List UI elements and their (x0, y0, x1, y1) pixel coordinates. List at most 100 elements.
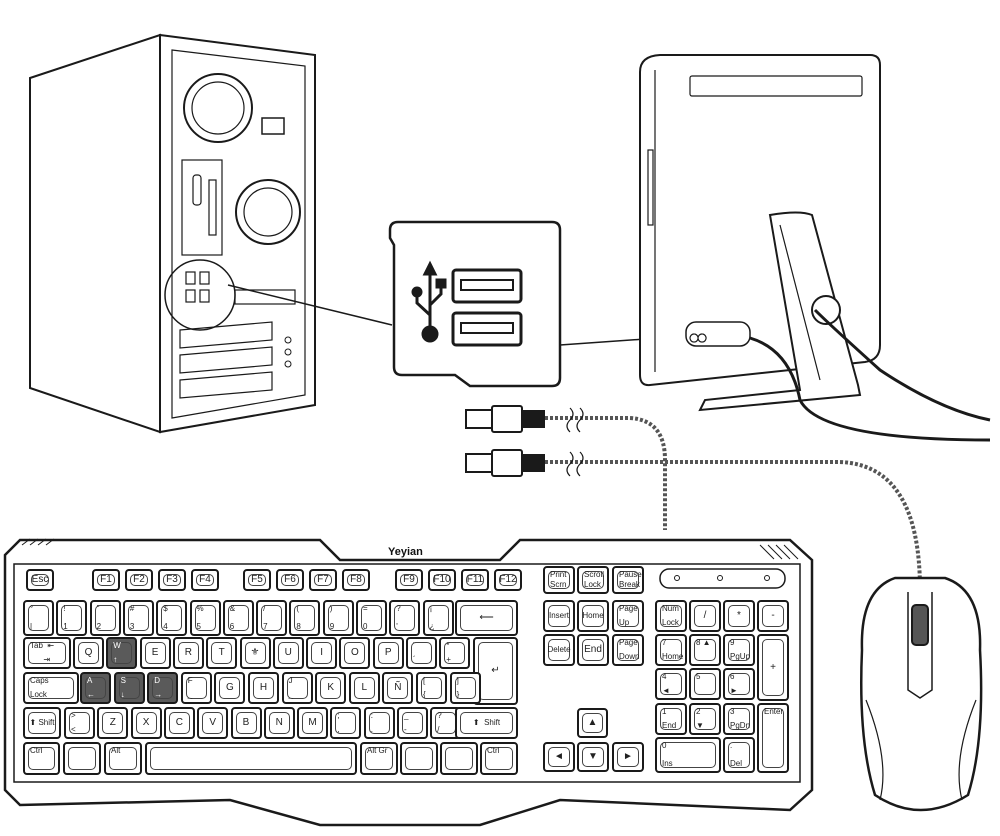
key-symbol[interactable]: ?' (389, 600, 421, 636)
key-f1[interactable]: F1 (92, 569, 120, 591)
key-symbol[interactable]: ;, (330, 707, 362, 739)
key-symbol[interactable]: .Del (723, 737, 755, 773)
key-symbol[interactable]: ]} (449, 672, 481, 704)
key-t[interactable]: T (206, 637, 238, 669)
key-symbol[interactable]: >< (64, 707, 95, 739)
key-d[interactable]: D→ (147, 672, 179, 704)
key-f11[interactable]: F11 (461, 569, 489, 591)
key-symbol[interactable]: $4 (156, 600, 188, 636)
key-alt[interactable]: Alt (104, 742, 142, 775)
key-ctrl[interactable]: Ctrl (480, 742, 518, 775)
key-alt-gr[interactable]: Alt Gr (360, 742, 398, 775)
key-f5[interactable]: F5 (243, 569, 271, 591)
key-2[interactable]: 2▼ (689, 703, 721, 735)
key-symbol[interactable]: ▲ (577, 708, 608, 738)
key-f2[interactable]: F2 (125, 569, 153, 591)
key-s[interactable]: S↓ (113, 672, 145, 704)
key-home[interactable]: Home (577, 600, 609, 632)
key-symbol[interactable]: ¨´ (406, 637, 437, 669)
key-symbol[interactable]: * (723, 600, 755, 632)
key-enter[interactable]: Enter (757, 703, 789, 773)
key-5[interactable]: 5 (689, 668, 721, 700)
key-symbol[interactable]: ↵ (473, 637, 518, 705)
key-end[interactable]: End (577, 634, 609, 666)
key-symbol[interactable]: /7 (256, 600, 288, 636)
key-h[interactable]: H (248, 672, 279, 704)
key-g[interactable]: G (214, 672, 246, 704)
key-symbol[interactable]: &6 (222, 600, 254, 636)
key-blank[interactable] (400, 742, 438, 775)
key-symbol[interactable]: ► (612, 742, 644, 772)
key-symbol[interactable]: "2 (89, 600, 121, 636)
key-symbol[interactable]: - (757, 600, 789, 632)
key-ñ[interactable]: Ñ (382, 672, 414, 704)
key-symbol[interactable]: *+ (439, 637, 471, 669)
key-v[interactable]: V (197, 707, 229, 739)
key-symbol[interactable]: #3 (122, 600, 154, 636)
key-z[interactable]: Z (97, 707, 129, 739)
key-esc[interactable]: Esc (26, 569, 54, 591)
key-blank[interactable] (63, 742, 101, 775)
key-m[interactable]: M (297, 707, 329, 739)
key-4[interactable]: 4◄ (655, 668, 687, 700)
key-symbol[interactable]: ⟵ (455, 600, 518, 636)
key-x[interactable]: X (130, 707, 162, 739)
key-f[interactable]: F_ (180, 672, 212, 704)
key-f7[interactable]: F7 (309, 569, 337, 591)
key-6[interactable]: 6► (723, 668, 755, 700)
key-o[interactable]: O (339, 637, 371, 669)
key-r[interactable]: R (172, 637, 204, 669)
key-f12[interactable]: F12 (494, 569, 522, 591)
key-tab[interactable]: Tab ⇤ ⇥ (23, 637, 71, 669)
key-n[interactable]: N (263, 707, 295, 739)
key-symbol[interactable]: (8 (289, 600, 321, 636)
key-ctrl[interactable]: Ctrl (23, 742, 60, 775)
key-symbol[interactable]: %5 (189, 600, 221, 636)
key-symbol[interactable]: )9 (322, 600, 354, 636)
key-insert[interactable]: Insert (543, 600, 575, 632)
key-f9[interactable]: F9 (395, 569, 423, 591)
key-symbol[interactable]: ⚜ (239, 637, 271, 669)
key-f6[interactable]: F6 (276, 569, 304, 591)
key-p[interactable]: P (372, 637, 404, 669)
key-j[interactable]: J_ (281, 672, 313, 704)
key-symbol[interactable]: + (757, 634, 789, 701)
key-f3[interactable]: F3 (158, 569, 186, 591)
key-symbol[interactable]: _- (397, 707, 428, 739)
key-u[interactable]: U (272, 637, 304, 669)
key-c[interactable]: C (163, 707, 195, 739)
key-symbol[interactable]: ◄ (543, 742, 575, 772)
key-l[interactable]: L (348, 672, 380, 704)
key-e[interactable]: E (139, 637, 171, 669)
key-symbol[interactable]: ▼ (577, 742, 609, 772)
key-f4[interactable]: F4 (191, 569, 219, 591)
key-q[interactable]: Q (73, 637, 104, 669)
key-shift[interactable]: ⬆ Shift (23, 707, 61, 739)
key-shift[interactable]: ⬆ Shift (455, 707, 518, 739)
key-symbol[interactable]: !1 (56, 600, 88, 636)
key-symbol[interactable]: / (689, 600, 721, 632)
key-delete[interactable]: Delete (543, 634, 575, 666)
key-symbol[interactable]: :. (363, 707, 395, 739)
key-symbol[interactable]: [{ (416, 672, 447, 704)
key-symbol[interactable]: °| (23, 600, 54, 636)
key-f10[interactable]: F10 (428, 569, 456, 591)
key-blank[interactable] (440, 742, 478, 775)
key-i[interactable]: I (306, 637, 338, 669)
key-a[interactable]: A← (80, 672, 111, 704)
key-w[interactable]: W↑ (106, 637, 138, 669)
key-blank[interactable] (145, 742, 357, 775)
key-symbol[interactable]: =0 (356, 600, 387, 636)
key-8[interactable]: 8 ▲ (689, 634, 721, 666)
